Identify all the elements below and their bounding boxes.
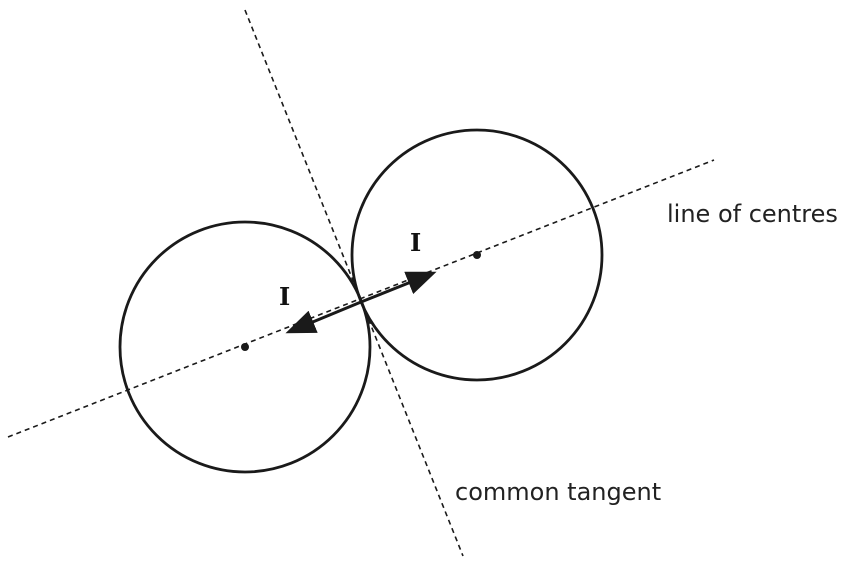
left-ball [118,220,372,474]
line-of-centres-label: line of centres [667,200,838,228]
impulse-arrow-left [285,300,362,334]
left-ball-centre [241,343,249,351]
right-ball-centre [473,251,481,259]
impulse-arrow-right [360,271,437,304]
common-tangent-label: common tangent [455,478,661,506]
impulse-label-right: I [410,228,421,257]
right-ball [350,128,604,382]
impulse-label-left: I [279,282,290,311]
common-tangent-line [244,9,464,557]
